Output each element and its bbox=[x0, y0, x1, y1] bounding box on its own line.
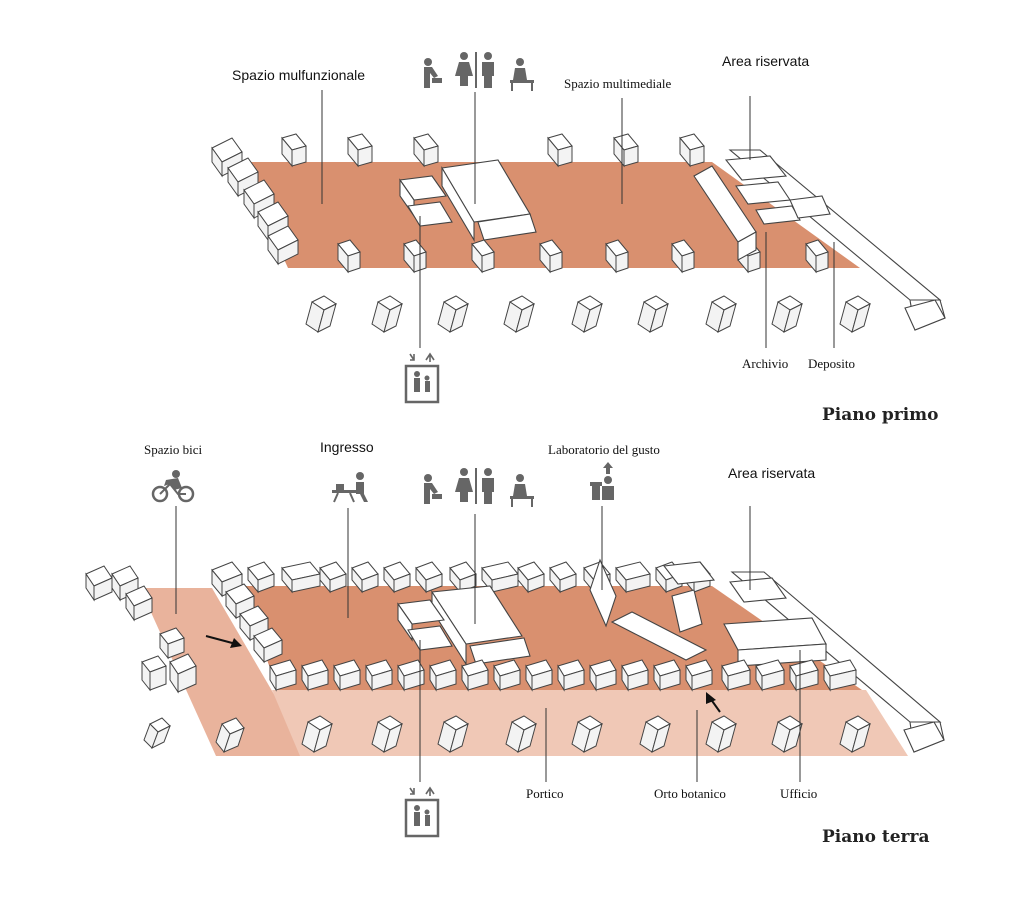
upper-label-multifunctional: Spazio mulfunzionale bbox=[232, 67, 365, 83]
elevator-icon bbox=[404, 786, 440, 838]
baby-changing-icon bbox=[424, 58, 442, 88]
upper-label-multimedia: Spazio multimediale bbox=[564, 76, 671, 91]
ground-label-office: Ufficio bbox=[780, 786, 817, 801]
ground-bike-pillars bbox=[85, 565, 245, 754]
kitchen-icon bbox=[590, 462, 614, 500]
reception-desk-icon bbox=[332, 472, 368, 503]
ground-label-bike: Spazio bici bbox=[144, 442, 203, 457]
upper-floor-title: Piano primo bbox=[822, 405, 939, 425]
ground-portico-pillars bbox=[301, 715, 871, 753]
ground-right-rooms bbox=[662, 561, 827, 667]
women-toilet-icon bbox=[455, 468, 473, 502]
women-toilet-icon bbox=[455, 52, 473, 86]
upper-left-pillars bbox=[211, 137, 299, 266]
ground-right-wall bbox=[730, 571, 945, 753]
upper-top-pillars bbox=[281, 133, 705, 168]
entrance-arrow-icon bbox=[706, 692, 721, 713]
upper-label-reserved: Area riservata bbox=[722, 53, 809, 69]
toilet-divider bbox=[475, 52, 477, 88]
bicycle-icon bbox=[151, 470, 195, 503]
ground-front-pillars bbox=[269, 659, 857, 692]
ground-bike-area bbox=[140, 588, 310, 756]
ground-label-taste-lab: Laboratorio del gusto bbox=[548, 442, 660, 457]
men-toilet-icon bbox=[482, 52, 494, 88]
baby-changing-icon bbox=[424, 474, 442, 504]
ground-label-garden: Orto botanico bbox=[654, 786, 726, 801]
ground-label-entrance: Ingresso bbox=[320, 439, 374, 455]
ground-label-reserved: Area riservata bbox=[728, 465, 815, 481]
accessible-toilet-icon bbox=[510, 474, 534, 507]
men-toilet-icon bbox=[482, 468, 494, 504]
ground-left-pillars bbox=[225, 583, 283, 664]
ground-services-block bbox=[397, 585, 531, 666]
toilet-divider bbox=[475, 468, 477, 504]
ground-floor-plan: Spazio bici Ingresso Laboratorio del gus… bbox=[85, 439, 945, 847]
accessible-toilet-icon bbox=[510, 58, 534, 91]
upper-services-block bbox=[399, 159, 537, 243]
upper-label-archive: Archivio bbox=[742, 356, 788, 371]
ground-floor-title: Piano terra bbox=[822, 827, 929, 847]
upper-right-rooms bbox=[693, 155, 831, 261]
ground-taste-lab-wall bbox=[589, 558, 708, 661]
elevator-icon bbox=[404, 352, 440, 404]
ground-label-portico: Portico bbox=[526, 786, 564, 801]
upper-label-storage: Deposito bbox=[808, 356, 855, 371]
entrance-arrow-icon bbox=[205, 635, 242, 648]
upper-outer-pillars bbox=[305, 295, 871, 333]
upper-right-wall bbox=[728, 149, 946, 331]
upper-floor-plan: Spazio mulfunzionale Spazio multimediale… bbox=[211, 52, 946, 425]
